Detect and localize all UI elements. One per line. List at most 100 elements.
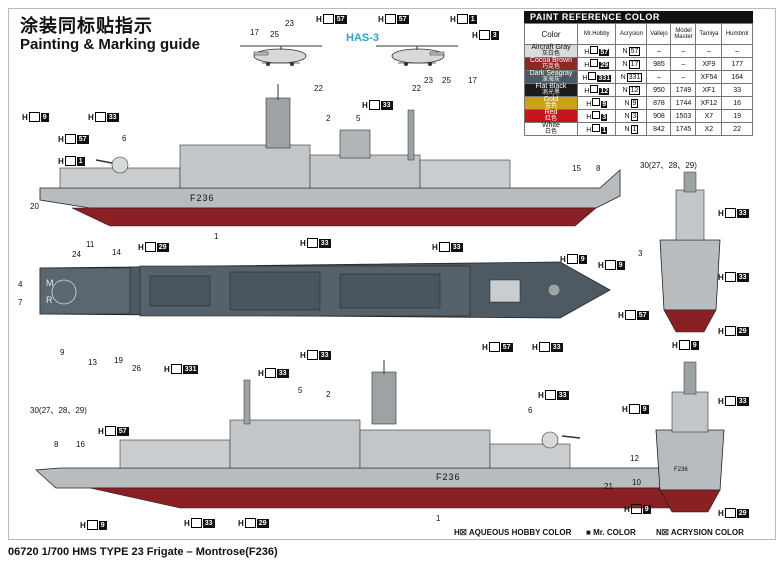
part-20: 20 (30, 202, 39, 211)
part-24: 24 (72, 250, 81, 259)
paint-humbrol: 33 (721, 83, 753, 97)
paint-tamiya: XF12 (695, 96, 723, 110)
part-8-top: 8 (596, 164, 601, 173)
paint-humbrol: 22 (721, 122, 753, 136)
deck-marking-r: R (46, 295, 53, 305)
part-15-top: 15 (572, 164, 581, 173)
part-16: 16 (76, 440, 85, 449)
col-humbrol: Humbrol (721, 23, 753, 45)
part-5-top: 5 (356, 114, 361, 123)
part-25-heli2: 25 (442, 76, 451, 85)
part-14: 14 (112, 248, 121, 257)
deck-marking-m: M (46, 278, 54, 288)
title-chinese: 涂装同标贴指示 (20, 16, 153, 36)
deck-plan (39, 261, 611, 319)
part-23-heli: 23 (285, 19, 294, 28)
part-3: 3 (638, 249, 643, 258)
front-view (659, 171, 721, 333)
part-30-top: 30(27、28、29) (640, 161, 697, 170)
part-8-bottom: 8 (54, 440, 59, 449)
legend-acrysion: N☒ ACRYSION COLOR (656, 528, 744, 537)
part-1-bottom: 1 (436, 514, 441, 523)
paint-table-caption: PAINT REFERENCE COLOR (524, 11, 753, 23)
rear-view (655, 361, 725, 513)
legend-mr-color: ■ Mr. COLOR (586, 528, 636, 537)
paint-reference-table: PAINT REFERENCE COLOR Color Mr.Hobby Acr… (524, 11, 753, 136)
footer-title: 06720 1/700 HMS TYPE 23 Frigate – Montro… (8, 546, 278, 558)
part-6-bottom: 6 (528, 406, 533, 415)
part-26: 26 (132, 364, 141, 373)
part-25-heli: 25 (270, 30, 279, 39)
part-9: 9 (60, 348, 65, 357)
part-12: 12 (630, 454, 639, 463)
part-22-heli2: 22 (412, 84, 421, 93)
part-11: 11 (86, 240, 95, 249)
legend-aqueous: H☒ AQUEOUS HOBBY COLOR (454, 528, 572, 537)
helicopter-right (376, 45, 458, 66)
col-mrhobby: Mr.Hobby (576, 23, 617, 45)
helicopter-label: HAS-3 (346, 32, 380, 44)
col-tamiya: Tamiya (695, 23, 723, 45)
hull-marking-bottom: F236 (436, 472, 461, 482)
guide-frame (8, 8, 776, 540)
part-17-heli: 17 (250, 28, 259, 37)
paint-master: 1745 (670, 122, 697, 136)
part-30-bottom: 30(27、28、29) (30, 406, 87, 415)
col-model-master: Model Master (670, 23, 697, 45)
part-17-heli2: 17 (468, 76, 477, 85)
part-2-bottom: 2 (326, 390, 331, 399)
part-21: 21 (604, 482, 613, 491)
paint-tamiya: X2 (695, 122, 723, 136)
paint-table-header: Color Mr.Hobby Acrysion Vallejo Model Ma… (524, 23, 753, 45)
part-4: 4 (18, 280, 23, 289)
part-13: 13 (88, 358, 97, 367)
paint-master: – (670, 57, 697, 71)
col-acrysion: Acrysion (615, 23, 648, 45)
paint-vallejo: 842 (646, 122, 672, 136)
side-profile-top (39, 84, 621, 227)
title-english: Painting & Marking guide (20, 36, 201, 53)
side-profile-bottom (35, 360, 701, 509)
